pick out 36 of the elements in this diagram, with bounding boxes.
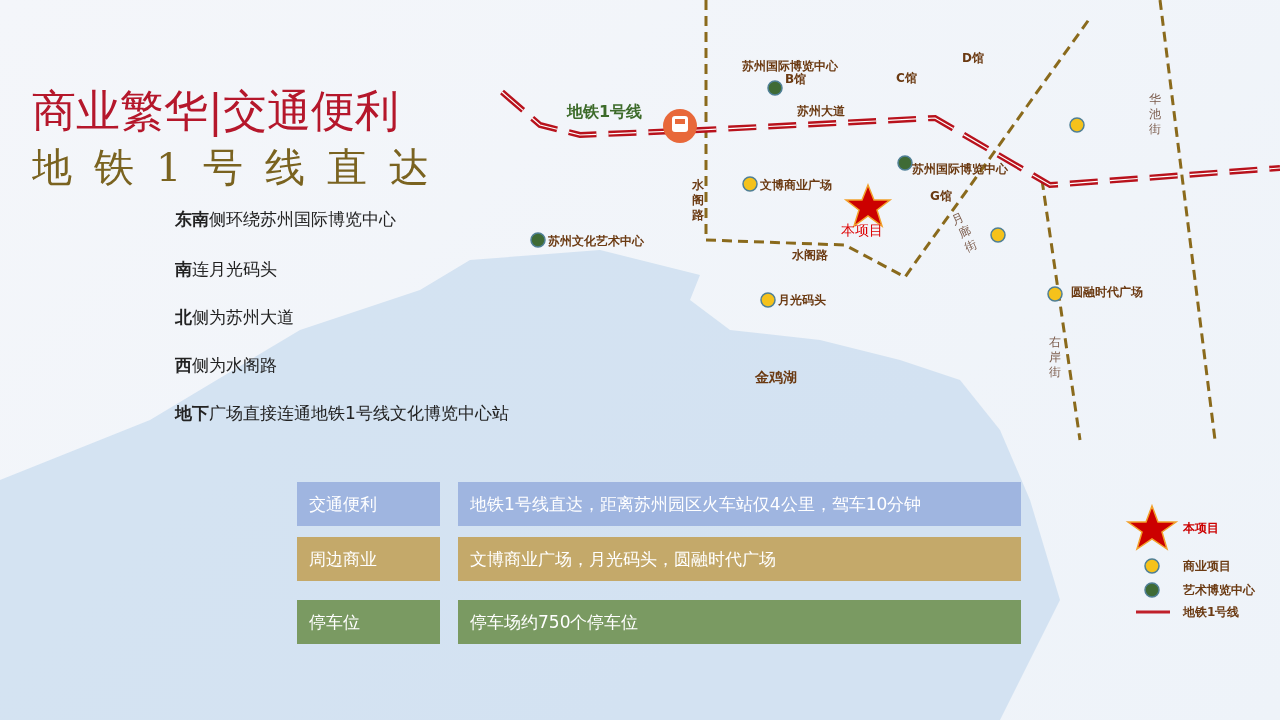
- project-label: 本项目: [841, 222, 883, 240]
- street-label: 右岸街: [1048, 335, 1062, 380]
- location-note: 东南侧环绕苏州国际博览中心: [175, 208, 396, 231]
- place-label: G馆: [930, 188, 952, 205]
- location-note: 西侧为水阁路: [175, 354, 277, 377]
- category-cell: 周边商业: [297, 537, 440, 581]
- metro-label: 地铁1号线: [567, 102, 643, 123]
- location-note: 地下广场直接连通地铁1号线文化博览中心站: [175, 402, 509, 425]
- place-label: 苏州国际博览中心: [742, 58, 838, 73]
- street-label: 月廊街: [949, 209, 981, 256]
- detail-cell: 文博商业广场，月光码头，圆融时代广场: [458, 537, 1021, 581]
- street-label: 华池街: [1148, 92, 1162, 137]
- detail-cell: 停车场约750个停车位: [458, 600, 1021, 644]
- place-label: 月光码头: [778, 292, 826, 309]
- place-label: 水阁路: [792, 247, 828, 264]
- category-cell: 停车位: [297, 600, 440, 644]
- place-label: 苏州文化艺术中心: [548, 233, 644, 250]
- place-label: C馆: [896, 70, 917, 87]
- heading: 商业繁华|交通便利: [32, 84, 399, 139]
- legend-label: 本项目: [1183, 520, 1219, 537]
- legend-label: 艺术博览中心: [1183, 582, 1255, 599]
- place-label: 圆融时代广场: [1071, 284, 1143, 301]
- place-label: 苏州国际博览中心: [912, 161, 1008, 178]
- legend-label: 地铁1号线: [1183, 604, 1240, 621]
- place-label: B馆: [785, 71, 807, 88]
- place-label: D馆: [962, 50, 984, 67]
- location-note: 北侧为苏州大道: [175, 306, 294, 329]
- location-note: 南连月光码头: [175, 258, 277, 281]
- detail-cell: 地铁1号线直达，距离苏州园区火车站仅4公里，驾车10分钟: [458, 482, 1021, 526]
- place-label: 文博商业广场: [760, 177, 832, 194]
- subheading: 地铁1号线直达: [32, 143, 452, 192]
- legend-label: 商业项目: [1183, 558, 1231, 575]
- category-cell: 交通便利: [297, 482, 440, 526]
- lake-label: 金鸡湖: [755, 369, 797, 387]
- street-label: 水阁路: [691, 178, 705, 223]
- place-label: 苏州大道: [797, 103, 845, 120]
